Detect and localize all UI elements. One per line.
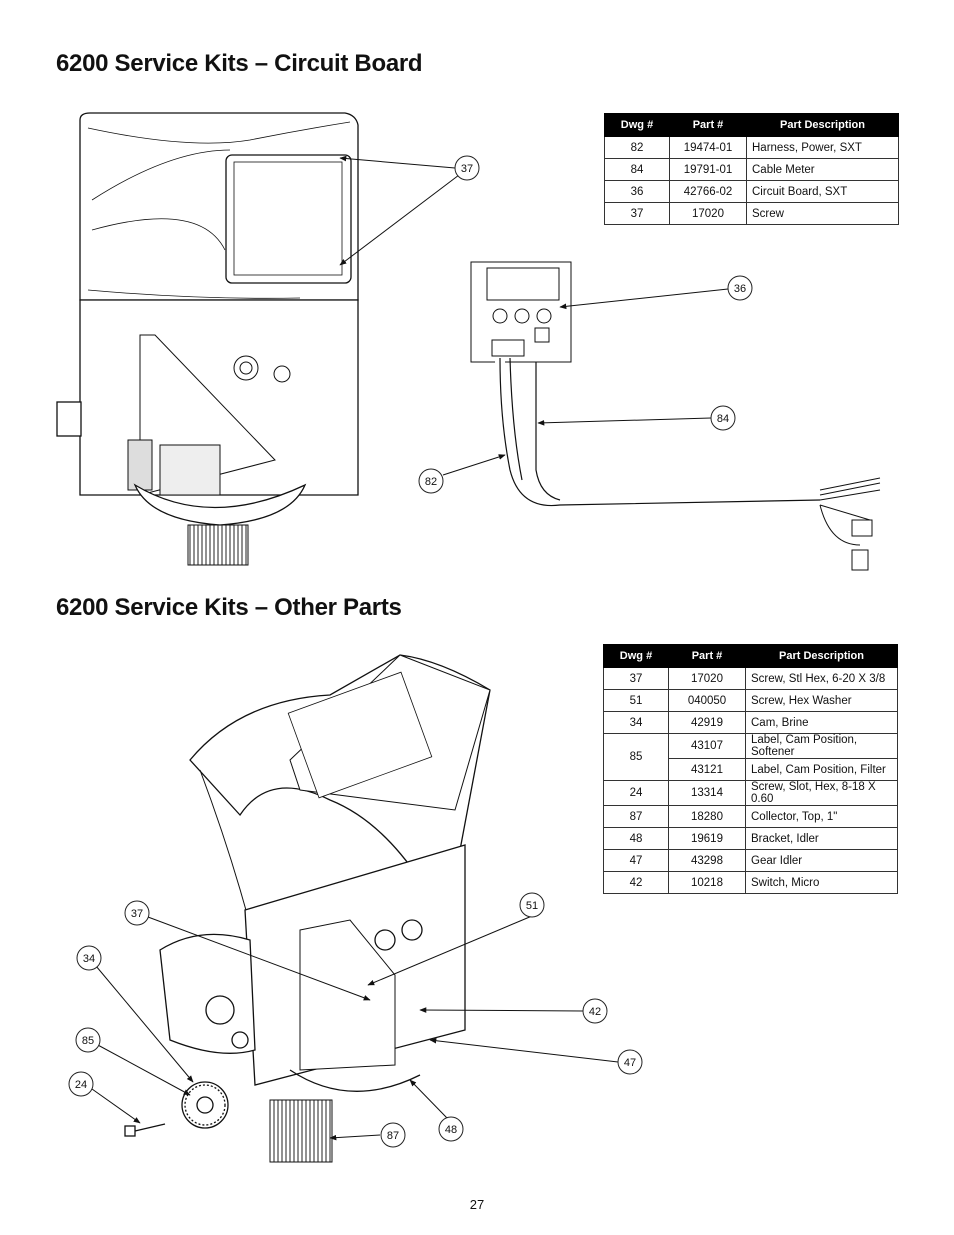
table-row: 85 43107 Label, Cam Position, Softener [603,733,898,781]
description-cell: Label, Cam Position, Softener [745,733,898,759]
circuit-board-drawing [470,261,881,571]
svg-text:34: 34 [83,953,95,965]
callout-42: 42 [582,998,608,1024]
table-row: 36 42766-02 Circuit Board, SXT [604,180,899,203]
part-cell: 19474-01 [669,136,747,159]
description-cell: Bracket, Idler [745,827,898,850]
dwg-cell: 36 [604,180,670,203]
callout-47: 47 [617,1049,643,1075]
part-cell: 43107 [668,733,746,759]
part-cell: 17020 [669,202,747,225]
callout-34: 34 [76,945,102,971]
callout-37: 37 [124,900,150,926]
svg-text:51: 51 [526,900,538,912]
svg-text:82: 82 [425,476,437,488]
column-header-dwg: Dwg # [604,113,670,137]
section2-title: 6200 Service Kits – Other Parts [56,594,402,621]
dwg-cell: 85 [603,733,669,781]
valve-assembly-drawing [56,112,359,566]
description-cell: Screw, Hex Washer [745,689,898,712]
description-cell: Cable Meter [746,158,899,181]
svg-text:48: 48 [445,1124,457,1136]
description-cell: Screw, Slot, Hex, 8-18 X 0.60 [745,780,898,806]
description-cell: Gear Idler [745,849,898,872]
table-row: 42 10218 Switch, Micro [603,871,898,894]
part-cell: 19791-01 [669,158,747,181]
svg-text:47: 47 [624,1057,636,1069]
description-cell: Collector, Top, 1" [745,805,898,828]
svg-text:85: 85 [82,1035,94,1047]
leader-lines [91,155,729,1141]
svg-text:24: 24 [75,1079,87,1091]
svg-text:84: 84 [717,413,729,425]
other-parts-table: Dwg # Part # Part Description 37 17020 S… [603,644,898,894]
callout-37: 37 [454,155,480,181]
svg-text:36: 36 [734,283,746,295]
table-row: 24 13314 Screw, Slot, Hex, 8-18 X 0.60 [603,780,898,806]
dwg-cell: 37 [604,202,670,225]
svg-text:87: 87 [387,1130,399,1142]
svg-text:37: 37 [461,163,473,175]
circuit-board-parts-table: Dwg # Part # Part Description 82 19474-0… [604,113,899,225]
callout-36: 36 [727,275,753,301]
part-cell: 43298 [668,849,746,872]
table-header-row: Dwg # Part # Part Description [604,113,899,137]
svg-text:37: 37 [131,908,143,920]
table-row: 51 040050 Screw, Hex Washer [603,689,898,712]
svg-text:42: 42 [589,1006,601,1018]
callout-87: 87 [380,1122,406,1148]
description-cell: Screw, Stl Hex, 6-20 X 3/8 [745,667,898,690]
description-cell: Screw [746,202,899,225]
part-cell: 040050 [668,689,746,712]
column-header-part: Part # [669,113,747,137]
callout-24: 24 [68,1071,94,1097]
callout-51: 51 [519,892,545,918]
callout-48: 48 [438,1116,464,1142]
section1-title: 6200 Service Kits – Circuit Board [56,50,423,77]
exploded-valve-drawing [124,654,491,1163]
page-number: 27 [469,1197,485,1212]
table-row: 47 43298 Gear Idler [603,849,898,872]
part-cell: 42766-02 [669,180,747,203]
callout-84: 84 [710,405,736,431]
part-cell: 18280 [668,805,746,828]
dwg-cell: 42 [603,871,669,894]
column-header-description: Part Description [746,113,899,137]
callout-82: 82 [418,468,444,494]
table-row: 37 17020 Screw, Stl Hex, 6-20 X 3/8 [603,667,898,690]
table-row: 34 42919 Cam, Brine [603,711,898,734]
description-cell: Switch, Micro [745,871,898,894]
description-cell: Circuit Board, SXT [746,180,899,203]
table-row: 37 17020 Screw [604,202,899,225]
part-cell: 42919 [668,711,746,734]
callout-85: 85 [75,1027,101,1053]
table-row: 84 19791-01 Cable Meter [604,158,899,181]
